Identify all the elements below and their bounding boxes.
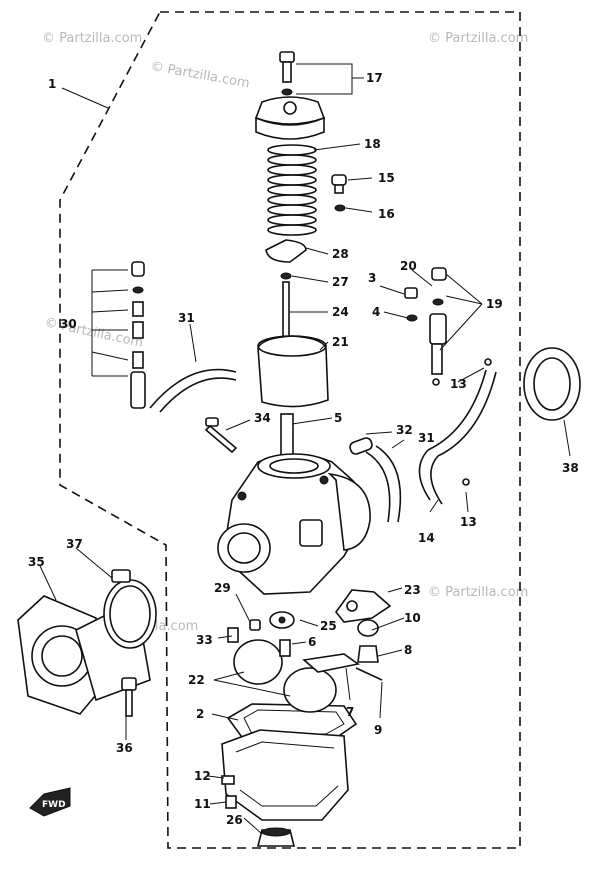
overflow-tube-inner	[430, 371, 497, 505]
watermark: © Partzilla.com	[43, 315, 144, 351]
float-arm	[302, 653, 360, 673]
watermark: © Partzilla.com	[149, 59, 250, 91]
bolt-12	[221, 775, 235, 785]
callout-23: 23	[404, 583, 421, 597]
hose-clamp	[103, 579, 157, 649]
watermark: © Partzilla.com	[428, 31, 528, 46]
callout-37: 37	[66, 537, 83, 551]
callout-11: 11	[194, 797, 211, 811]
float-pin	[355, 667, 383, 681]
pilot-jet	[249, 619, 261, 631]
callout-17: 17	[366, 71, 383, 85]
callout-10: 10	[404, 611, 421, 625]
callout-29: 29	[214, 581, 231, 595]
needle-valve	[279, 639, 291, 657]
callout-14: 14	[418, 531, 435, 545]
fwd-label: FWD	[42, 800, 66, 810]
assembly-boundary	[59, 11, 521, 849]
callout-36: 36	[116, 741, 133, 755]
clip	[280, 272, 292, 280]
callout-9: 9	[374, 723, 382, 737]
callout-31-right: 31	[418, 431, 435, 445]
callout-31-left: 31	[178, 311, 195, 325]
vent-tube-right	[365, 451, 391, 523]
callout-34: 34	[254, 411, 271, 425]
callout-19: 19	[486, 297, 503, 311]
drain-plug-seal	[261, 827, 291, 837]
clip-32	[349, 437, 373, 455]
starter-assembly	[404, 267, 447, 386]
callout-30: 30	[60, 317, 77, 331]
screw-36-shaft	[125, 689, 133, 717]
starter-jet	[227, 627, 239, 643]
float-bowl	[221, 729, 349, 821]
cap-center	[283, 101, 297, 115]
callout-12: 12	[194, 769, 211, 783]
callout-6: 6	[308, 635, 316, 649]
intake-ring	[523, 347, 581, 421]
pilot-air-screw-shaft	[204, 424, 238, 454]
callout-13-lower: 13	[460, 515, 477, 529]
vent-tube-left	[149, 368, 237, 409]
gasket-23	[334, 589, 392, 623]
callout-20: 20	[400, 259, 417, 273]
callout-35: 35	[28, 555, 45, 569]
pilot-air-screw	[205, 417, 219, 427]
callout-2: 2	[196, 707, 204, 721]
callout-18: 18	[364, 137, 381, 151]
left-jet-assembly	[91, 261, 146, 409]
callout-25: 25	[320, 619, 337, 633]
washer	[281, 88, 293, 96]
top-cap-group	[254, 51, 347, 353]
bolt-11	[225, 795, 237, 809]
callout-16: 16	[378, 207, 395, 221]
vent-tube-right-inner	[375, 445, 402, 523]
callout-26: 26	[226, 813, 243, 827]
cap-screw	[279, 51, 295, 63]
cap-screw-shaft	[282, 61, 292, 83]
callout-8: 8	[404, 643, 412, 657]
screw-15-shaft	[334, 184, 344, 194]
main-jet	[278, 616, 286, 624]
throttle-spring	[267, 144, 317, 236]
callout-28: 28	[332, 247, 349, 261]
callout-22: 22	[188, 673, 205, 687]
vent-tube-left-inner	[159, 377, 237, 413]
callout-labels: 1 2 3 4 5 6 7 10 8 9 11 12 13 13 14 15 1…	[28, 71, 579, 827]
callout-1: 1	[48, 77, 56, 91]
callout-32: 32	[396, 423, 413, 437]
needle-holder-plate	[265, 239, 307, 263]
callout-21: 21	[332, 335, 349, 349]
throttle-valve	[257, 335, 329, 408]
callout-3: 3	[368, 271, 376, 285]
leader-lines	[39, 63, 571, 835]
callout-5: 5	[334, 411, 342, 425]
carburetor-body	[217, 453, 371, 595]
washer-10	[357, 619, 379, 637]
callout-15: 15	[378, 171, 395, 185]
float-right	[283, 667, 337, 713]
float-left	[233, 639, 283, 685]
watermark: © Partzilla.com	[428, 585, 528, 600]
callout-24: 24	[332, 305, 349, 319]
callout-4: 4	[372, 305, 380, 319]
callout-38: 38	[562, 461, 579, 475]
cap-ring	[255, 116, 325, 140]
fwd-arrow: FWD	[29, 787, 71, 817]
screw-15	[331, 174, 347, 186]
callout-7: 7	[346, 705, 354, 719]
hose-clamp-screw	[111, 569, 131, 583]
callout-33: 33	[196, 633, 213, 647]
washer-16	[334, 204, 346, 212]
screw-36	[121, 677, 137, 691]
callout-27: 27	[332, 275, 349, 289]
overflow-tube	[418, 369, 487, 501]
bolt-8	[357, 645, 379, 663]
callout-13-upper: 13	[450, 377, 467, 391]
watermark: © Partzilla.com	[42, 31, 142, 46]
throttle-valve-rim	[257, 335, 327, 357]
